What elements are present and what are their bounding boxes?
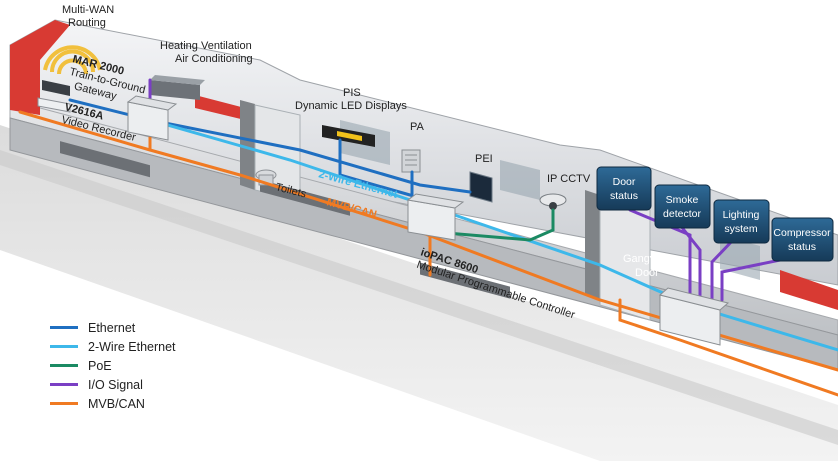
legend-swatch-two-wire bbox=[50, 345, 78, 348]
legend-item: 2-Wire Ethernet bbox=[50, 337, 176, 356]
legend-label: I/O Signal bbox=[88, 377, 143, 392]
ethernet-cable bbox=[338, 138, 412, 197]
mvb-can-cable bbox=[18, 110, 838, 372]
io-signal-cable bbox=[628, 208, 692, 302]
led-display-icon bbox=[322, 125, 375, 147]
gangway-door-label: Gangway Door bbox=[623, 253, 673, 279]
cctv-camera-icon bbox=[539, 193, 567, 210]
toilet-icon bbox=[255, 169, 277, 186]
wifi-icon bbox=[43, 45, 102, 75]
legend-item: I/O Signal bbox=[50, 375, 176, 394]
ethernet-cable bbox=[68, 98, 472, 194]
legend-item: MVB/CAN bbox=[50, 394, 176, 413]
legend-label: Ethernet bbox=[88, 320, 136, 335]
ip-cctv-label: IP CCTV bbox=[547, 173, 591, 185]
legend-swatch-io-signal bbox=[50, 383, 78, 386]
io-module-device-1 bbox=[126, 95, 178, 141]
multi-wan-label: Multi-WAN Routing bbox=[62, 4, 117, 29]
io-signal-cable bbox=[720, 256, 792, 302]
io-signal-cable bbox=[678, 223, 702, 302]
io-signal-cable bbox=[710, 236, 737, 302]
legend-item: Ethernet bbox=[50, 318, 176, 337]
legend-label: MVB/CAN bbox=[88, 396, 145, 411]
legend-swatch-mvb-can bbox=[50, 402, 78, 405]
pei-panel-icon bbox=[469, 171, 493, 203]
legend-swatch-poe bbox=[50, 364, 78, 367]
pis-label: PIS Dynamic LED Displays bbox=[295, 87, 407, 112]
legend-label: PoE bbox=[88, 358, 112, 373]
rail bbox=[0, 150, 838, 445]
legend: Ethernet 2-Wire Ethernet PoE I/O Signal … bbox=[50, 318, 176, 413]
pei-label: PEI bbox=[475, 153, 493, 165]
iopac-8600-controller-device bbox=[406, 193, 465, 241]
pa-label: PA bbox=[410, 121, 425, 133]
mar2000-gateway-device bbox=[42, 80, 70, 96]
mvb-can-cable bbox=[618, 298, 838, 397]
v2616a-video-recorder-device bbox=[37, 97, 71, 113]
legend-label: 2-Wire Ethernet bbox=[88, 339, 176, 354]
pa-speaker-icon bbox=[401, 149, 421, 173]
legend-item: PoE bbox=[50, 356, 176, 375]
iopac-controller-device-2 bbox=[658, 287, 730, 346]
legend-swatch-ethernet bbox=[50, 326, 78, 329]
hvac-unit-icon bbox=[150, 75, 205, 100]
hvac-label: Heating Ventilation Air Conditioning bbox=[160, 40, 255, 65]
